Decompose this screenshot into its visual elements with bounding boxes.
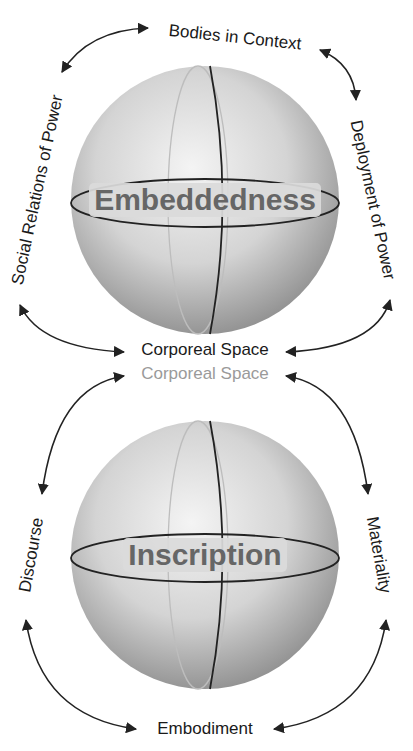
term-label: Corporeal Space xyxy=(141,365,269,384)
term-label: Materiality xyxy=(362,515,394,595)
sphere-title: Embeddedness xyxy=(89,183,321,217)
double-arrow xyxy=(320,50,356,100)
term-label: Bodies in Context xyxy=(168,22,302,55)
sphere-node: Inscription xyxy=(70,420,340,690)
double-arrow xyxy=(20,305,124,352)
double-arrow xyxy=(62,28,148,72)
term-label: Deployment of Power xyxy=(346,119,398,282)
term-label: Discourse xyxy=(16,516,48,594)
sphere-node: Embeddedness xyxy=(70,65,340,335)
term-label: Embodiment xyxy=(157,720,252,739)
term-label: Corporeal Space xyxy=(141,341,269,360)
double-arrow xyxy=(286,300,390,352)
sphere-title: Inscription xyxy=(123,538,286,572)
term-label: Social Relations of Power xyxy=(9,93,68,286)
